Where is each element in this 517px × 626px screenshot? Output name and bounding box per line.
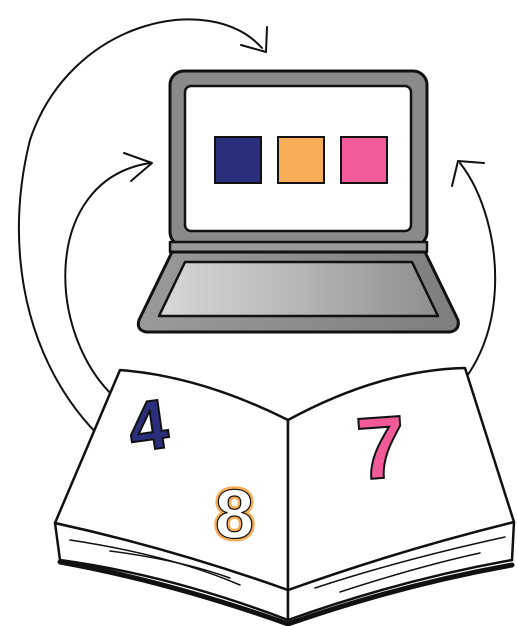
digit-eight-outline: 8 xyxy=(215,475,254,553)
laptop xyxy=(138,71,458,332)
laptop-keyboard xyxy=(159,262,438,316)
tile-orange xyxy=(278,137,324,183)
screen-tiles xyxy=(215,137,387,183)
arrow-inner-left-path xyxy=(65,163,150,402)
digit-seven: 7 xyxy=(353,396,409,498)
tile-navy xyxy=(215,137,261,183)
arrow-inner-left-head xyxy=(124,153,152,181)
tile-pink xyxy=(341,137,387,183)
open-book xyxy=(55,368,514,624)
